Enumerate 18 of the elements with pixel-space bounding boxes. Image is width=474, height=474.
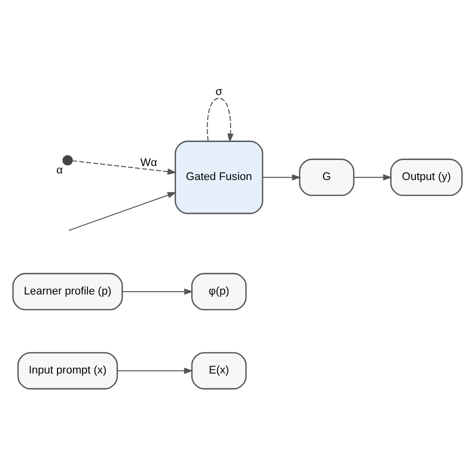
node-box: Output (y) [390, 158, 462, 196]
node-box: Input prompt (x) [16, 352, 118, 389]
arrow [68, 192, 176, 230]
arrow [262, 174, 301, 180]
arrow [116, 367, 193, 374]
node-label: α [56, 164, 62, 176]
node-box: Gated Fusion [174, 140, 263, 214]
arrow [352, 174, 392, 180]
edge-label: σ [215, 85, 222, 98]
arrow [71, 160, 176, 174]
node-box: G [298, 158, 354, 196]
arrow [122, 288, 193, 294]
edge-label: Wα [140, 156, 157, 169]
node-box: Learner profile (p) [12, 272, 122, 310]
node-circle [62, 154, 72, 165]
arrow [206, 97, 234, 142]
node-box: φ(p) [190, 272, 246, 310]
node-box: E(x) [190, 352, 246, 389]
